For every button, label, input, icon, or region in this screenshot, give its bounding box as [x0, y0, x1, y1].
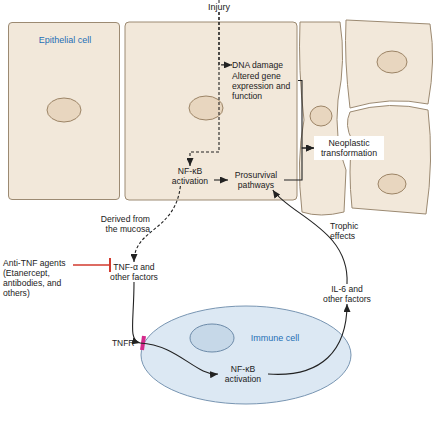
epithelial-cell: Epithelial cell	[8, 22, 120, 200]
nucleus	[378, 174, 406, 194]
receptor-label: TNFR	[112, 338, 140, 348]
node-text: Neoplastic transformation	[315, 138, 383, 158]
node-text: Epithelial cell	[35, 35, 95, 46]
arrow-connector	[219, 12, 232, 65]
edge-label: Trophic effects	[330, 221, 376, 241]
node-text: TNFR	[112, 338, 140, 348]
transformed-cell	[346, 20, 433, 108]
event-label: Injury	[202, 2, 236, 12]
transformed-cell	[299, 22, 346, 215]
cell-outline	[140, 305, 352, 405]
node-text: Altered gene expression and function	[232, 71, 298, 101]
node-text: Anti-TNF agents (Etanercept, antibodies,…	[3, 258, 73, 298]
arrow-connector	[273, 190, 347, 284]
node-text: Injury	[202, 2, 236, 12]
process-text: NF-κB activation	[166, 166, 214, 186]
immune-cell: Immune cellNF-κB activation	[140, 305, 352, 405]
node-text: DNA damage	[232, 60, 298, 70]
nucleus	[47, 98, 81, 122]
effect-text: DNA damageAltered gene expression and fu…	[232, 60, 298, 101]
arrow-connector	[134, 186, 180, 262]
nucleus	[190, 324, 234, 352]
receptor-symbol	[142, 336, 144, 350]
factor-text: TNF-α and other factors	[110, 262, 158, 282]
inhibition-line	[73, 264, 110, 266]
process-text: NF-κB activation	[218, 364, 268, 384]
node-text: IL-6 and other factors	[322, 284, 372, 304]
nucleus	[310, 106, 332, 126]
node-text: NF-κB activation	[166, 166, 214, 186]
node-text: Prosurvival pathways	[228, 170, 284, 190]
arrow-connector	[214, 179, 228, 180]
drug-text: Anti-TNF agents (Etanercept, antibodies,…	[3, 258, 73, 298]
edge-label: Derived from the mucosa	[88, 214, 150, 234]
arrow-connector	[140, 343, 218, 374]
arrow-connector	[133, 282, 141, 343]
arrow-connector	[284, 148, 314, 180]
arrow-connector	[298, 81, 314, 149]
nucleus	[189, 96, 223, 120]
node-text: Immune cell	[240, 333, 310, 343]
process-text: Prosurvival pathways	[228, 170, 284, 190]
epithelial-cell-shape	[125, 22, 297, 200]
node-text: NF-κB activation	[218, 364, 268, 384]
nucleus	[377, 51, 407, 73]
arrow-connector	[190, 12, 219, 166]
factor-text: IL-6 and other factors	[322, 284, 372, 304]
outcome-box: Neoplastic transformation	[314, 136, 384, 160]
node-text: TNF-α and other factors	[110, 262, 158, 282]
arrow-connector	[268, 304, 347, 374]
